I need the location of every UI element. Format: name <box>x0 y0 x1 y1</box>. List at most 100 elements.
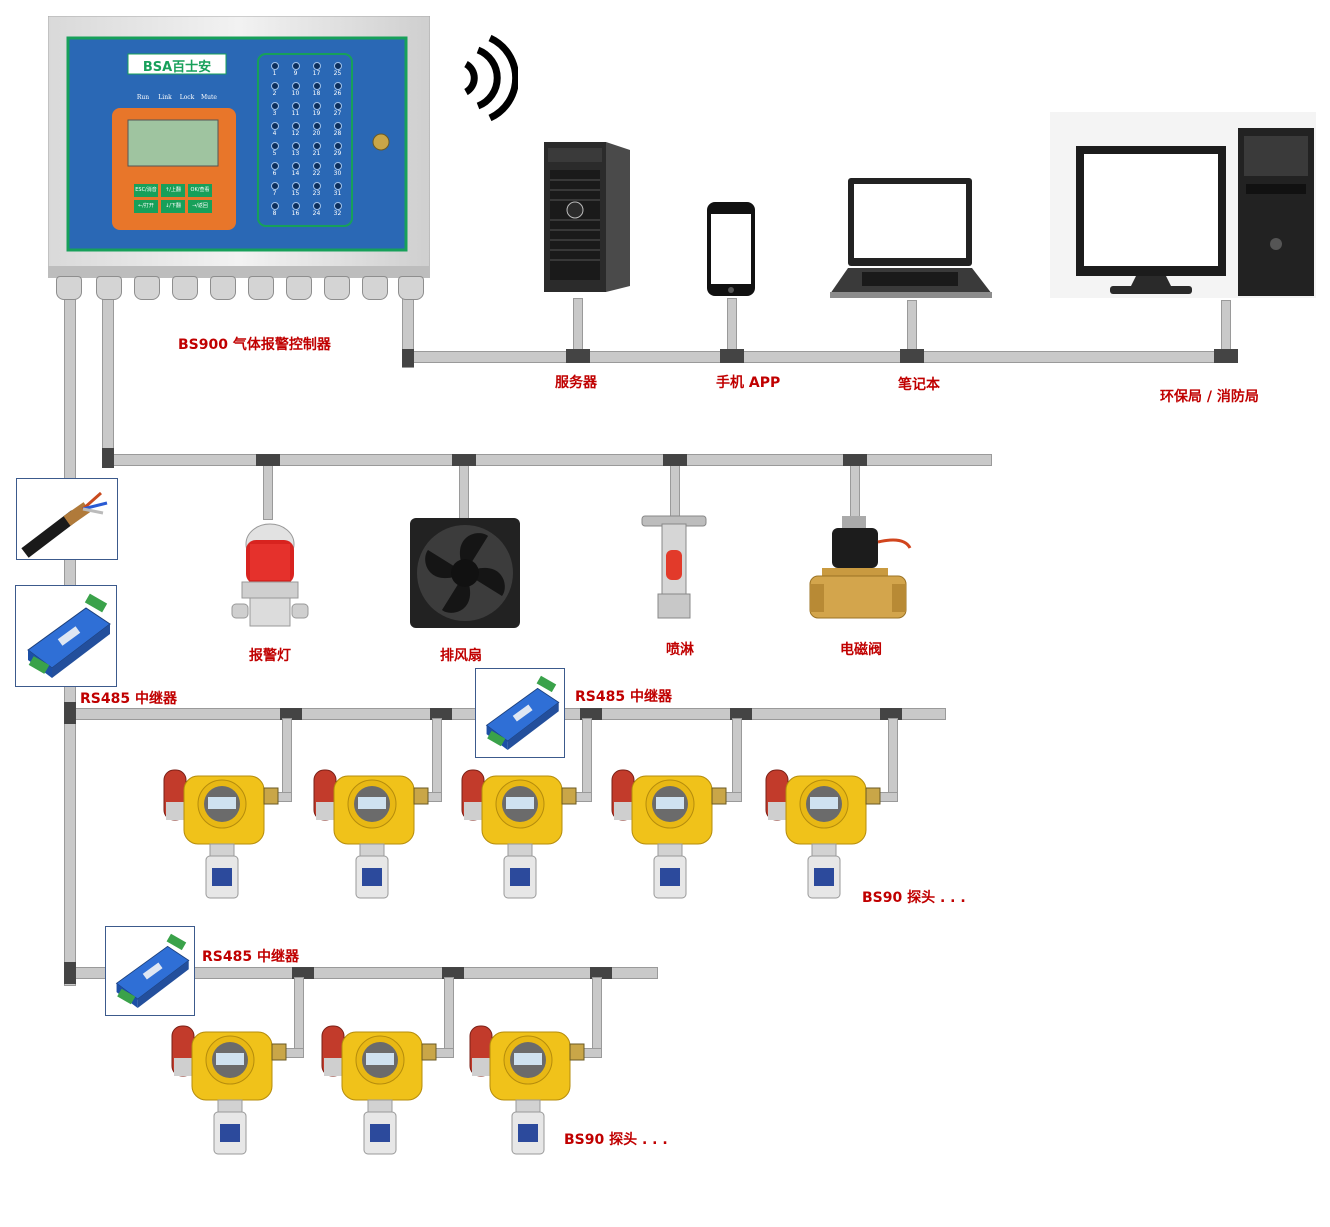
brand-logo: BSA百士安 <box>142 60 212 75</box>
cable-gland <box>248 276 274 300</box>
channel-led-icon <box>312 122 321 130</box>
key-up[interactable]: ↑/上翻 <box>161 184 185 197</box>
channel-number: 26 <box>333 90 342 97</box>
key-left[interactable]: ←/打开 <box>134 200 158 213</box>
channel-number: 31 <box>333 190 342 197</box>
channel-indicator: 32 <box>327 202 348 222</box>
keypad: ESC/消音 ↑/上翻 OK/查看 ←/打开 ↓/下翻 →/返回 <box>134 184 214 213</box>
joint <box>256 454 280 466</box>
pipe-drop-fan <box>459 458 469 520</box>
pipe-drop-valve <box>850 458 860 520</box>
repeater-3-label: RS485 中继器 <box>202 949 299 965</box>
phone-label: 手机 APP <box>716 375 781 391</box>
cable-icon <box>21 491 108 558</box>
channel-number: 3 <box>272 110 277 117</box>
laptop-icon <box>830 178 992 298</box>
channel-led-icon <box>291 142 300 150</box>
channel-indicator: 30 <box>327 162 348 182</box>
channel-indicator: 13 <box>285 142 306 162</box>
channel-number: 4 <box>272 130 277 137</box>
channel-number: 9 <box>293 70 298 77</box>
channel-indicator: 5 <box>264 142 285 162</box>
gas-detector-icon <box>321 1025 437 1155</box>
gas-detector <box>168 1018 292 1158</box>
channel-number: 32 <box>333 210 342 217</box>
channel-led-icon <box>333 102 342 110</box>
channel-indicator: 19 <box>306 102 327 122</box>
channel-number: 12 <box>291 130 300 137</box>
channel-indicator: 22 <box>306 162 327 182</box>
gas-detector <box>160 762 284 902</box>
joint <box>590 967 612 979</box>
gas-detector <box>608 762 732 902</box>
channel-indicator: 8 <box>264 202 285 222</box>
joint <box>292 967 314 979</box>
channel-indicator: 16 <box>285 202 306 222</box>
channel-led-icon <box>333 202 342 210</box>
cable-gland <box>210 276 236 300</box>
probe-row-2-label: BS90 探头 . . . <box>564 1132 668 1148</box>
joint <box>900 349 924 363</box>
cable-gland <box>286 276 312 300</box>
gas-detector-icon <box>313 769 429 899</box>
channel-indicator: 3 <box>264 102 285 122</box>
joint <box>102 448 114 468</box>
channel-indicator: 4 <box>264 122 285 142</box>
channel-led-icon <box>333 162 342 170</box>
rs485-repeater-icon <box>27 593 111 678</box>
repeater-1-box <box>15 585 117 687</box>
key-esc[interactable]: ESC/消音 <box>134 184 158 197</box>
gas-detector-icon <box>163 769 279 899</box>
channel-indicator: 15 <box>285 182 306 202</box>
channel-number: 11 <box>291 110 300 117</box>
pipe-drop-detector <box>888 718 898 802</box>
gas-detector <box>310 762 434 902</box>
gas-detector <box>466 1018 590 1158</box>
channel-led-icon <box>270 162 279 170</box>
channel-indicator: 27 <box>327 102 348 122</box>
channel-number: 20 <box>312 130 321 137</box>
sprinkler-label: 喷淋 <box>666 642 694 658</box>
channel-led-icon <box>291 202 300 210</box>
channel-number: 23 <box>312 190 321 197</box>
channel-number: 6 <box>272 170 277 177</box>
joint <box>280 708 302 720</box>
channel-number: 5 <box>272 150 277 157</box>
pipe-network-bus <box>404 351 1238 363</box>
repeater-2-label: RS485 中继器 <box>575 689 672 705</box>
channel-indicator: 31 <box>327 182 348 202</box>
pipe-drop-detector <box>592 977 602 1058</box>
cable-gland <box>398 276 424 300</box>
channel-indicator: 12 <box>285 122 306 142</box>
channel-led-icon <box>333 62 342 70</box>
exhaust-fan-icon <box>410 518 520 628</box>
channel-led-icon <box>291 182 300 190</box>
pipe-drop-detector <box>444 977 454 1058</box>
gas-detector-icon <box>765 769 881 899</box>
channel-led-icon <box>291 62 300 70</box>
status-indicators: Run Link Lock Mute <box>134 94 218 101</box>
channel-indicator: 28 <box>327 122 348 142</box>
key-down[interactable]: ↓/下翻 <box>161 200 185 213</box>
solenoid-valve-label: 电磁阀 <box>840 642 882 658</box>
exhaust-fan-label: 排风扇 <box>440 648 482 664</box>
probe-row-1-label: BS90 探头 . . . <box>862 890 966 906</box>
channel-number: 14 <box>291 170 300 177</box>
pipe-drop-server <box>573 298 583 356</box>
cable-gland <box>362 276 388 300</box>
channel-indicator: 26 <box>327 82 348 102</box>
channel-number: 7 <box>272 190 277 197</box>
channel-led-icon <box>270 102 279 110</box>
channel-led-icon <box>312 82 321 90</box>
pipe-drop-detector <box>582 718 592 802</box>
channel-led-icon <box>270 122 279 130</box>
authority-label: 环保局 / 消防局 <box>1160 389 1259 405</box>
channel-indicator: 6 <box>264 162 285 182</box>
key-ok[interactable]: OK/查看 <box>188 184 212 197</box>
cable-gland <box>134 276 160 300</box>
channel-number: 19 <box>312 110 321 117</box>
channel-number: 16 <box>291 210 300 217</box>
cable-gland <box>324 276 350 300</box>
key-right[interactable]: →/返回 <box>188 200 212 213</box>
